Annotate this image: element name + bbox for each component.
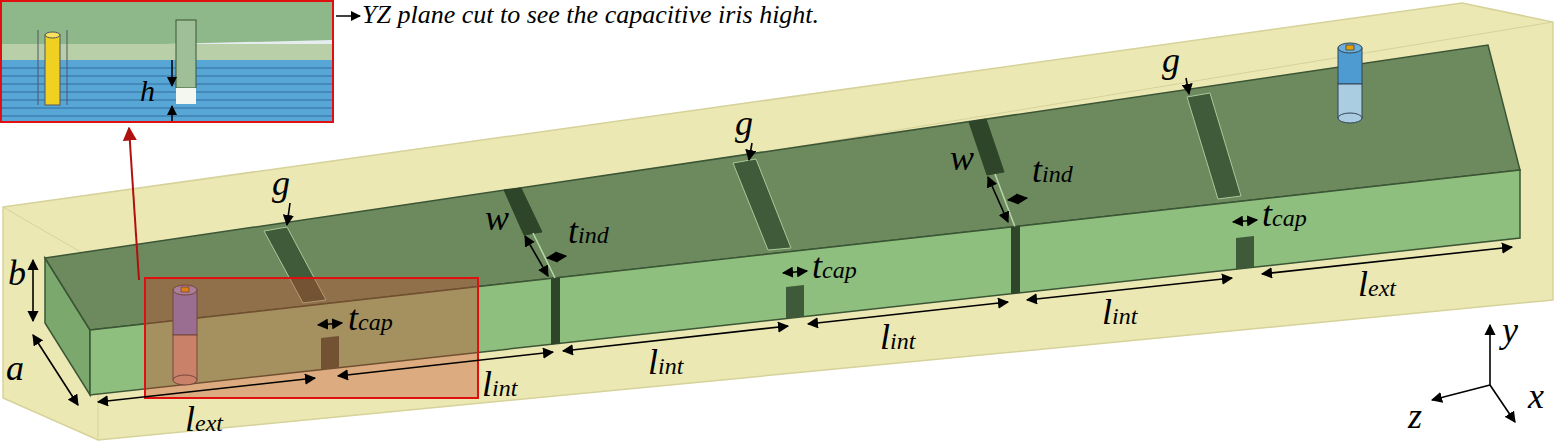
dimension-label: tcap [1262, 196, 1307, 232]
dimension-label: tcap [348, 300, 393, 336]
dimension-label: w [950, 140, 974, 176]
dimension-label: g [1162, 42, 1180, 78]
inductive-notch [969, 119, 1004, 175]
dimension-arrows [33, 78, 1512, 405]
dimension-label: lint [880, 319, 915, 355]
dimension-label: h [140, 76, 155, 106]
dimension-label: lext [1358, 266, 1396, 302]
outer-box [3, 3, 1553, 440]
caption-arrow [336, 15, 360, 17]
dimension-label: b [8, 255, 26, 291]
axis-label: z [1408, 398, 1422, 434]
axis-label: y [1502, 312, 1518, 348]
inductive-notch [504, 188, 542, 235]
dimension-label: g [272, 165, 290, 201]
dimension-label: lext [185, 401, 223, 437]
dimension-label: w [485, 200, 509, 236]
dimension-label: tind [568, 213, 609, 249]
caption-note: YZ plane cut to see the capacitive iris … [362, 2, 819, 28]
dimension-label: lint [482, 366, 517, 402]
inset-cut-view [1, 1, 333, 122]
callout-arrow [129, 128, 139, 280]
inductive-wall [1011, 226, 1020, 294]
axis-label: x [1528, 378, 1544, 414]
dimension-label: tcap [812, 248, 857, 284]
dimension-label: lint [648, 344, 683, 380]
capacitive-notch [1236, 236, 1254, 269]
dimension-label: g [735, 105, 753, 141]
capacitive-notch [786, 285, 804, 319]
highlight-box [145, 278, 478, 398]
inductive-wall [551, 277, 560, 344]
slot [1187, 93, 1241, 199]
dimension-label: a [6, 350, 24, 386]
dimension-label: tind [1032, 152, 1073, 188]
coax-probe [1338, 43, 1362, 123]
slot [733, 159, 791, 250]
dimension-label: lint [1102, 294, 1137, 330]
